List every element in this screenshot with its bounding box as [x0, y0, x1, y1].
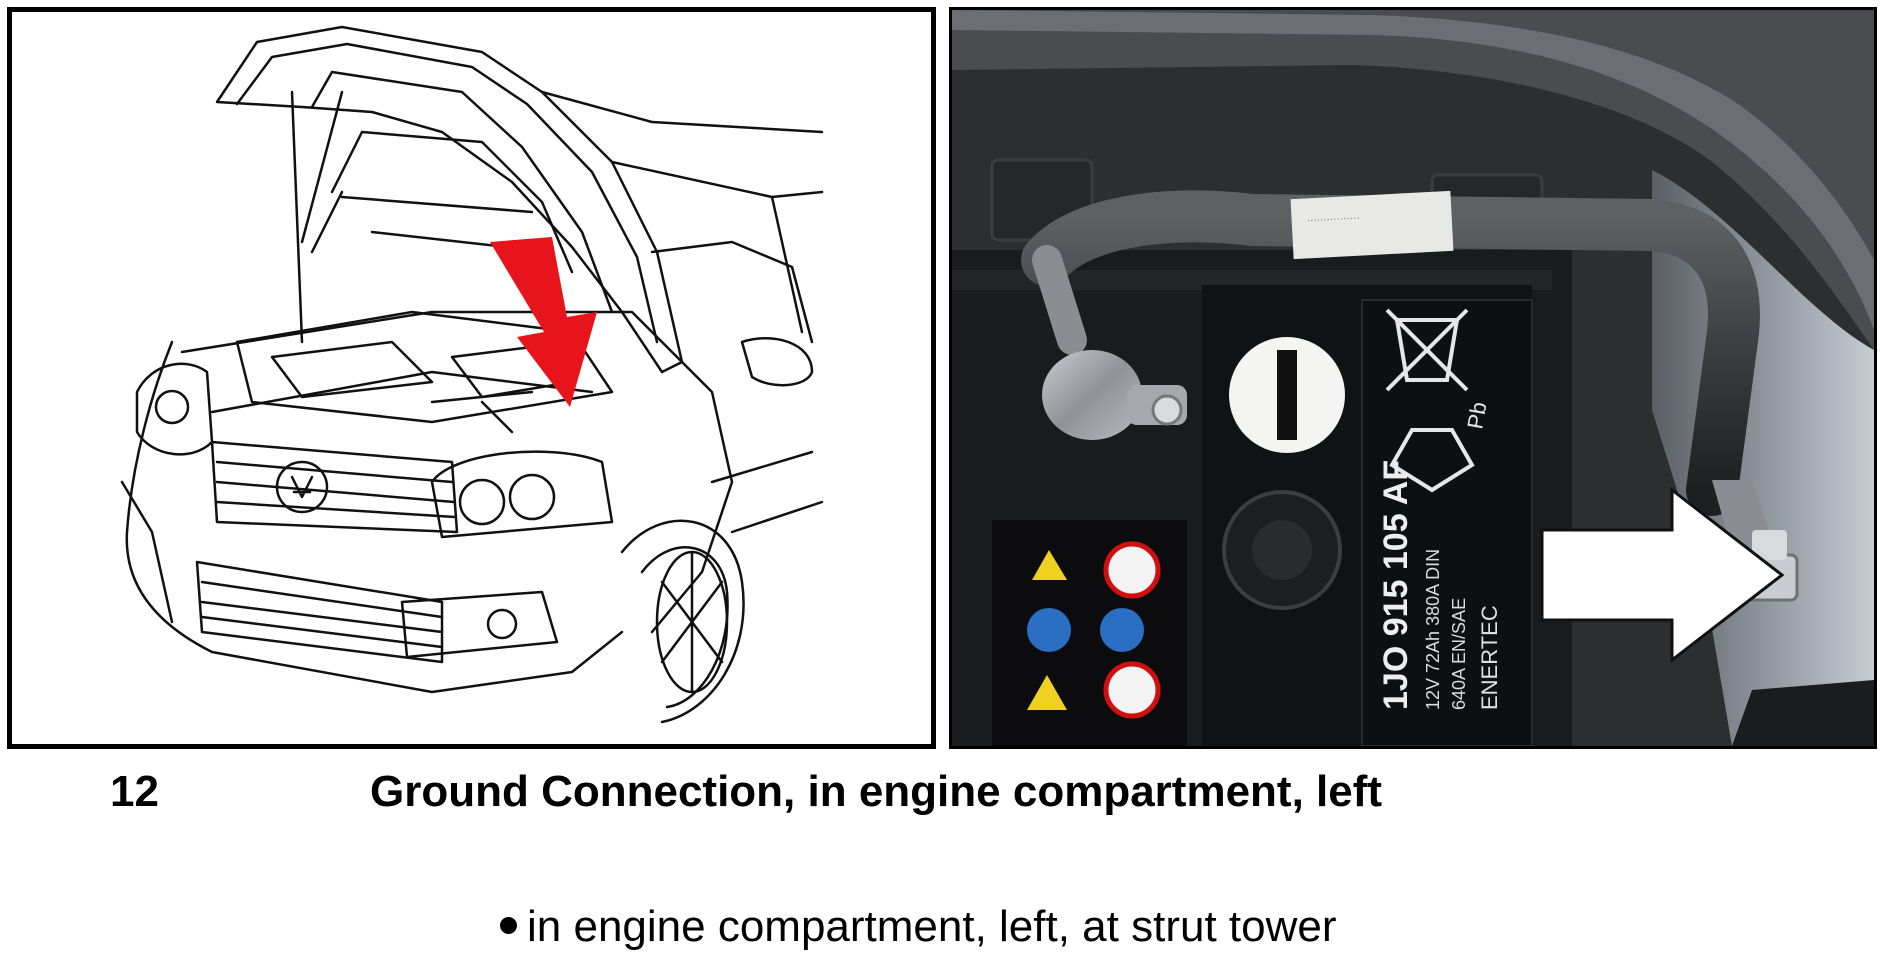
battery-pb-text: Pb — [1462, 400, 1491, 431]
bullet-icon — [500, 916, 517, 934]
location-bullet: in engine compartment, left, at strut to… — [500, 905, 1337, 949]
caption-title: Ground Connection, in engine compartment… — [370, 767, 1383, 816]
car-illustration-panel — [7, 7, 936, 749]
battery-spec2: 640A EN/SAE — [1449, 598, 1469, 710]
battery-brand: ENERTEC — [1477, 605, 1502, 710]
battery-photo: ················ Pb 1JO 915 105 AF 12V 7… — [952, 10, 1874, 746]
white-arrow-icon — [1540, 486, 1785, 664]
battery-spec: 12V 72Ah 380A DIN — [1423, 549, 1443, 710]
svg-text:················: ················ — [1306, 213, 1360, 227]
battery-part-number: 1JO 915 105 AF — [1377, 460, 1415, 710]
caption-number: 12 — [110, 767, 159, 816]
red-arrow-icon — [490, 237, 597, 407]
battery-photo-panel: ················ Pb 1JO 915 105 AF 12V 7… — [949, 7, 1877, 749]
car-line-drawing — [120, 25, 824, 724]
location-text: in engine compartment, left, at strut to… — [527, 902, 1337, 951]
